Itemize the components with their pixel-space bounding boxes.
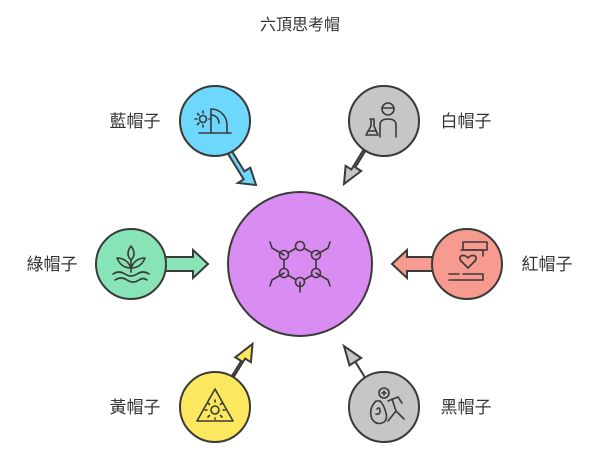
molecule-icon xyxy=(269,240,331,293)
center-node xyxy=(227,191,373,337)
arrow-red-shape xyxy=(390,247,436,281)
arrow-red xyxy=(390,247,436,281)
sprout-icon xyxy=(112,245,150,283)
hat-red-circle xyxy=(431,228,503,300)
hat-blue-node: 藍帽子 xyxy=(110,85,251,157)
arrow-black-shape xyxy=(342,343,372,388)
hat-white-circle xyxy=(348,85,420,157)
hand-heart-icon xyxy=(448,241,488,281)
scientist-flask-icon xyxy=(365,102,397,138)
sun-dome-icon xyxy=(194,108,232,134)
arrow-green xyxy=(164,247,210,281)
hat-yellow-circle xyxy=(179,371,251,443)
hat-white-node: 白帽子 xyxy=(348,85,492,157)
hat-blue-circle xyxy=(179,85,251,157)
hat-white-label: 白帽子 xyxy=(441,112,492,132)
hat-yellow-node: 黃帽子 xyxy=(110,371,251,443)
hat-red-node: 紅帽子 xyxy=(431,228,573,300)
diagram-title: 六頂思考帽 xyxy=(260,15,340,34)
money-bag-runner-icon xyxy=(369,387,405,425)
center-circle xyxy=(227,191,373,337)
hat-yellow-label: 黃帽子 xyxy=(110,398,161,418)
hat-red-label: 紅帽子 xyxy=(522,255,573,275)
hat-green-label: 綠帽子 xyxy=(27,255,78,275)
hat-green-node: 綠帽子 xyxy=(27,228,167,300)
hat-black-node: 黑帽子 xyxy=(348,371,492,443)
hat-black-label: 黑帽子 xyxy=(441,398,492,418)
arrow-green-shape xyxy=(164,247,210,281)
hat-blue-label: 藍帽子 xyxy=(110,112,161,132)
arrow-black xyxy=(342,343,372,388)
warning-sun-icon xyxy=(196,388,234,422)
